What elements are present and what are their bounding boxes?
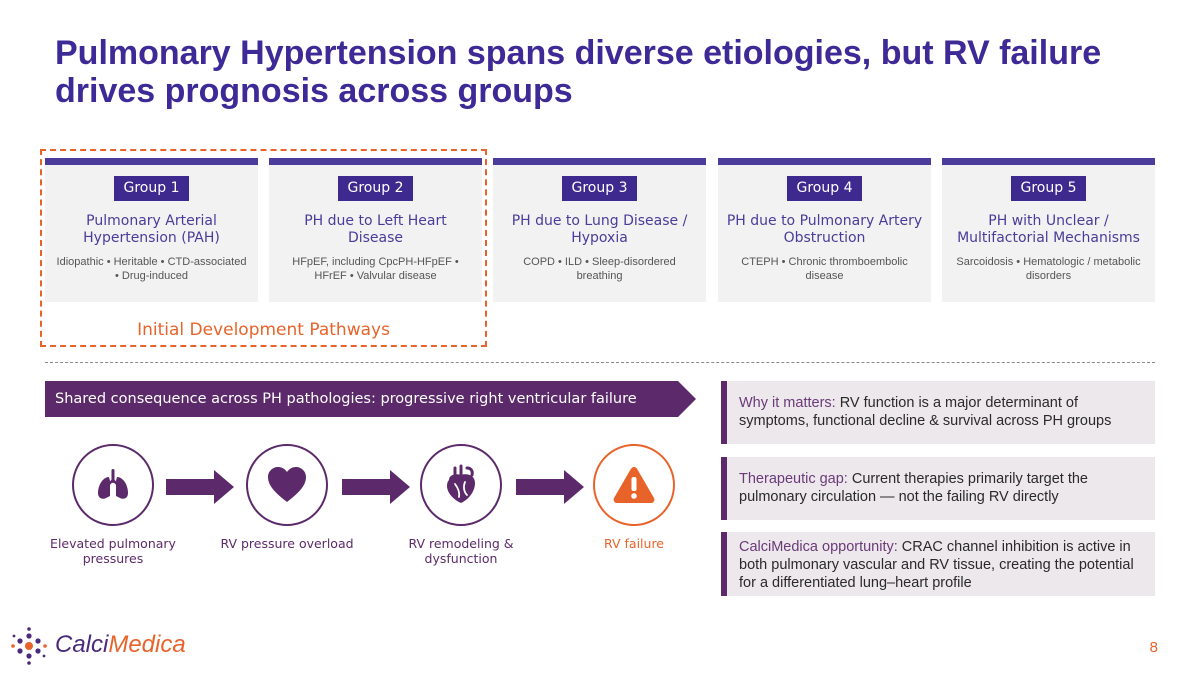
callout-heading: CalciMedica opportunity:: [739, 539, 898, 555]
initial-pathways-highlight: [40, 149, 487, 347]
logo-wordmark: CalciMedica: [55, 631, 186, 658]
flow-arrow-2: [342, 470, 410, 504]
group-card-5: Group 5 PH with Unclear / Multifactorial…: [942, 158, 1155, 302]
shared-consequence-text: Shared consequence across PH pathologies…: [55, 391, 637, 407]
flow-label-4: RV failure: [603, 536, 664, 551]
group-name: PH due to Left Heart Disease: [304, 213, 447, 246]
logo-mark-icon: [11, 627, 47, 665]
flow-label-1: Elevated pulmonary pressures: [50, 536, 176, 566]
flow-step-1: [72, 444, 154, 526]
group-name: PH with Unclear / Multifactorial Mechani…: [957, 213, 1140, 246]
flow-label-3: RV remodeling & dysfunction: [408, 536, 514, 566]
warning-icon: [613, 467, 655, 503]
group-badge: Group 2: [337, 176, 414, 201]
flow-arrow-3: [516, 470, 584, 504]
group-description: CTEPH • Chronic thromboembolic disease: [741, 256, 908, 282]
banner-arrow-shape: [45, 381, 696, 417]
page-number: 8: [1149, 639, 1158, 656]
group-card-3: Group 3 PH due to Lung Disease / Hypoxia…: [493, 158, 706, 302]
callout-body: CRAC channel inhibition is active in bot…: [739, 539, 1134, 591]
group-badge: Group 4: [786, 176, 863, 201]
group-name: PH due to Lung Disease / Hypoxia: [511, 213, 688, 246]
callout-why-it-matters: Why it matters: RV function is a major d…: [721, 381, 1155, 444]
group-badge: Group 3: [561, 176, 638, 201]
slide-title: Pulmonary Hypertension spans diverse eti…: [55, 34, 1102, 110]
group-badge: Group 5: [1010, 176, 1087, 201]
flow-arrow-1: [166, 470, 234, 504]
group-description: COPD • ILD • Sleep-disordered breathing: [523, 256, 676, 282]
group-card-1: Group 1 Pulmonary Arterial Hypertension …: [45, 158, 258, 302]
flow-label-2: RV pressure overload: [220, 536, 354, 551]
callout-body: Current therapies primarily target the p…: [739, 471, 1088, 505]
heart-icon: [268, 467, 306, 502]
group-badge: Group 1: [113, 176, 190, 201]
callout-body: RV function is a major determinant of sy…: [739, 395, 1112, 429]
initial-pathways-label: Initial Development Pathways: [137, 320, 390, 340]
lungs-icon: [98, 469, 128, 499]
group-description: HFpEF, including CpcPH-HFpEF • HFrEF • V…: [292, 256, 459, 282]
group-name: Pulmonary Arterial Hypertension (PAH): [83, 213, 220, 246]
group-name: PH due to Pulmonary Artery Obstruction: [726, 213, 923, 246]
callout-therapeutic-gap: Therapeutic gap: Current therapies prima…: [721, 457, 1155, 520]
group-description: Idiopathic • Heritable • CTD-associated …: [56, 256, 247, 282]
company-logo: CalciMedica: [9, 627, 209, 665]
flow-step-3: [420, 444, 502, 526]
flow-step-2: [246, 444, 328, 526]
group-card-2: Group 2 PH due to Left Heart Disease HFp…: [269, 158, 482, 302]
section-divider: [45, 362, 1155, 363]
callout-heading: Why it matters:: [739, 395, 836, 411]
shared-consequence-banner: Shared consequence across PH pathologies…: [45, 381, 696, 417]
callout-heading: Therapeutic gap:: [739, 471, 848, 487]
callout-calcimedica-opportunity: CalciMedica opportunity: CRAC channel in…: [721, 532, 1155, 596]
group-card-4: Group 4 PH due to Pulmonary Artery Obstr…: [718, 158, 931, 302]
anatomical-heart-icon: [447, 464, 475, 503]
group-description: Sarcoidosis • Hematologic / metabolic di…: [956, 256, 1141, 282]
flow-step-4: [593, 444, 675, 526]
